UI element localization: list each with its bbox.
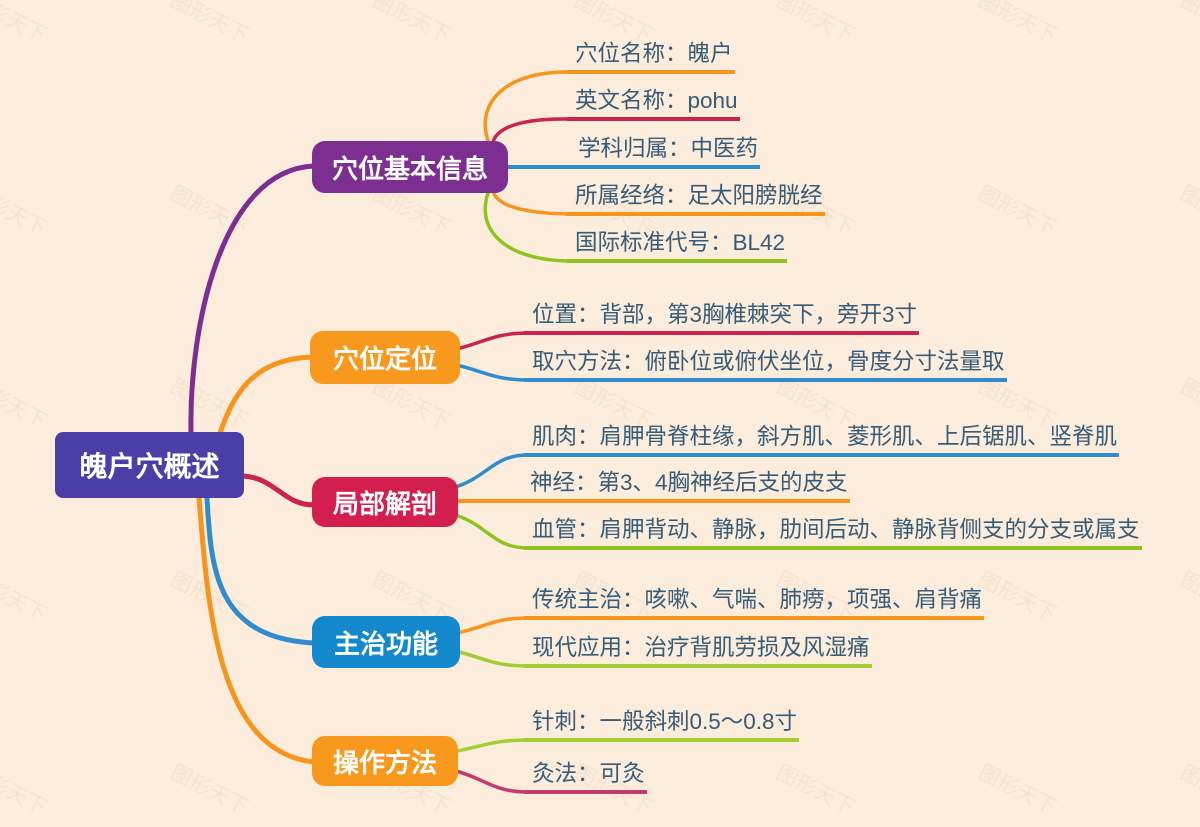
- root-topic[interactable]: 魄户穴概述: [55, 432, 244, 498]
- leaf-modern-application[interactable]: 现代应用：治疗背肌劳损及风湿痛: [524, 635, 872, 668]
- leaf-moxibustion[interactable]: 灸法：可灸: [524, 761, 647, 794]
- branch-operation[interactable]: 操作方法: [312, 736, 458, 786]
- link-root-branch1: [188, 163, 315, 434]
- leaf-discipline[interactable]: 学科归属：中医药: [508, 136, 761, 169]
- branch-location-label: 穴位定位: [332, 344, 437, 374]
- leaf-standard-code[interactable]: 国际标准代号：BL42: [567, 230, 788, 263]
- branch-location[interactable]: 穴位定位: [310, 331, 460, 384]
- link-b4-l1: [451, 616, 529, 636]
- link-root-branch2: [217, 354, 315, 434]
- branch-anatomy-label: 局部解剖: [332, 488, 437, 519]
- link-root-branch4: [204, 497, 315, 646]
- link-b4-l2: [451, 648, 529, 668]
- branch-operation-label: 操作方法: [332, 747, 437, 778]
- leaf-muscle[interactable]: 肌肉：肩胛骨脊柱缘，斜方肌、菱形肌、上后锯肌、竖脊肌: [524, 424, 1120, 457]
- leaf-nerve[interactable]: 神经：第3、4胸神经后支的皮支: [458, 470, 850, 503]
- leaf-locating-method[interactable]: 取穴方法：俯卧位或俯伏坐位，骨度分寸法量取: [524, 349, 1007, 382]
- link-b2-l2: [451, 362, 529, 382]
- link-b2-l1: [451, 331, 529, 352]
- leaf-point-name[interactable]: 穴位名称：魄户: [567, 41, 735, 74]
- branch-basic-info-label: 穴位基本信息: [331, 153, 488, 184]
- branch-anatomy[interactable]: 局部解剖: [312, 477, 458, 527]
- leaf-traditional-indications[interactable]: 传统主治：咳嗽、气喘、肺痨，项强、肩背痛: [524, 587, 985, 620]
- root-topic-label: 魄户穴概述: [79, 451, 220, 482]
- leaf-position[interactable]: 位置：背部，第3胸椎棘突下，旁开3寸: [524, 302, 920, 335]
- leaf-needling[interactable]: 针刺：一般斜刺0.5～0.8寸: [524, 709, 800, 742]
- leaf-meridian[interactable]: 所属经络：足太阳膀胱经: [567, 183, 825, 216]
- leaf-vessel[interactable]: 血管：肩胛背动、静脉，肋间后动、静脉背侧支的分支或属支: [524, 517, 1142, 550]
- link-b5-l2: [451, 768, 529, 794]
- link-root-branch5: [196, 497, 315, 765]
- branch-basic-info[interactable]: 穴位基本信息: [312, 141, 508, 193]
- link-b3-l3: [451, 512, 529, 550]
- link-root-branch3: [242, 473, 315, 508]
- link-b5-l1: [451, 738, 529, 754]
- link-b3-l1: [451, 453, 529, 490]
- leaf-english-name[interactable]: 英文名称：pohu: [567, 88, 740, 121]
- branch-indications-label: 主治功能: [333, 628, 438, 659]
- branch-indications[interactable]: 主治功能: [312, 616, 460, 668]
